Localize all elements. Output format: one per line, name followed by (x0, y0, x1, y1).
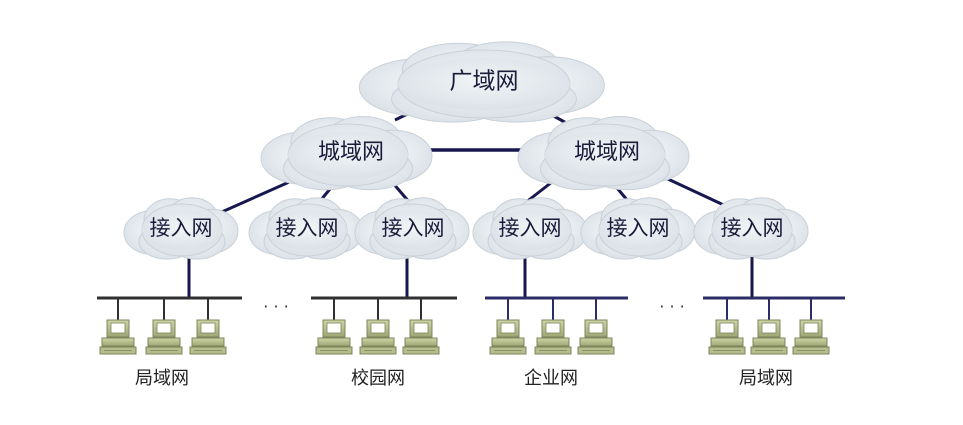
computer-icon (315, 319, 353, 355)
network-links (187, 101, 754, 298)
access-cloud-1 (123, 197, 239, 260)
access-cloud-3 (354, 197, 470, 260)
lan-label-2: 校园网 (351, 368, 405, 389)
computer-icon (708, 319, 746, 355)
man-cloud-right (517, 116, 690, 191)
access-cloud-5 (580, 197, 696, 260)
access-label-3: 接入网 (382, 216, 445, 240)
access-label-2: 接入网 (276, 216, 339, 240)
computer-icon (359, 319, 397, 355)
computers (99, 319, 830, 355)
computer-icon (145, 319, 183, 355)
computer-icon (577, 319, 615, 355)
computer-icon (792, 319, 830, 355)
ellipsis-right: · · · (659, 297, 684, 316)
computer-icon (189, 319, 227, 355)
ellipsis-left: · · · (263, 297, 288, 316)
access-cloud-4 (472, 197, 588, 260)
access-label-5: 接入网 (607, 216, 670, 240)
lan-buses (97, 296, 845, 322)
computer-icon (750, 319, 788, 355)
computer-icon (534, 319, 572, 355)
access-label-1: 接入网 (150, 216, 213, 240)
lan-label-4: 局域网 (739, 368, 793, 389)
access-label-6: 接入网 (721, 216, 784, 240)
man-cloud-left (260, 116, 433, 191)
man-label-right: 城域网 (574, 140, 640, 165)
lan-label-3: 企业网 (524, 368, 578, 389)
access-cloud-2 (248, 197, 364, 260)
access-label-4: 接入网 (499, 216, 562, 240)
lan-label-1: 局域网 (135, 368, 189, 389)
computer-icon (402, 319, 440, 355)
computer-icon (489, 319, 527, 355)
access-cloud-6 (693, 197, 809, 260)
wan-cloud (358, 41, 605, 123)
man-label-left: 城域网 (318, 140, 384, 165)
wan-label: 广域网 (450, 69, 519, 95)
network-clouds (123, 41, 809, 260)
computer-icon (99, 319, 137, 355)
